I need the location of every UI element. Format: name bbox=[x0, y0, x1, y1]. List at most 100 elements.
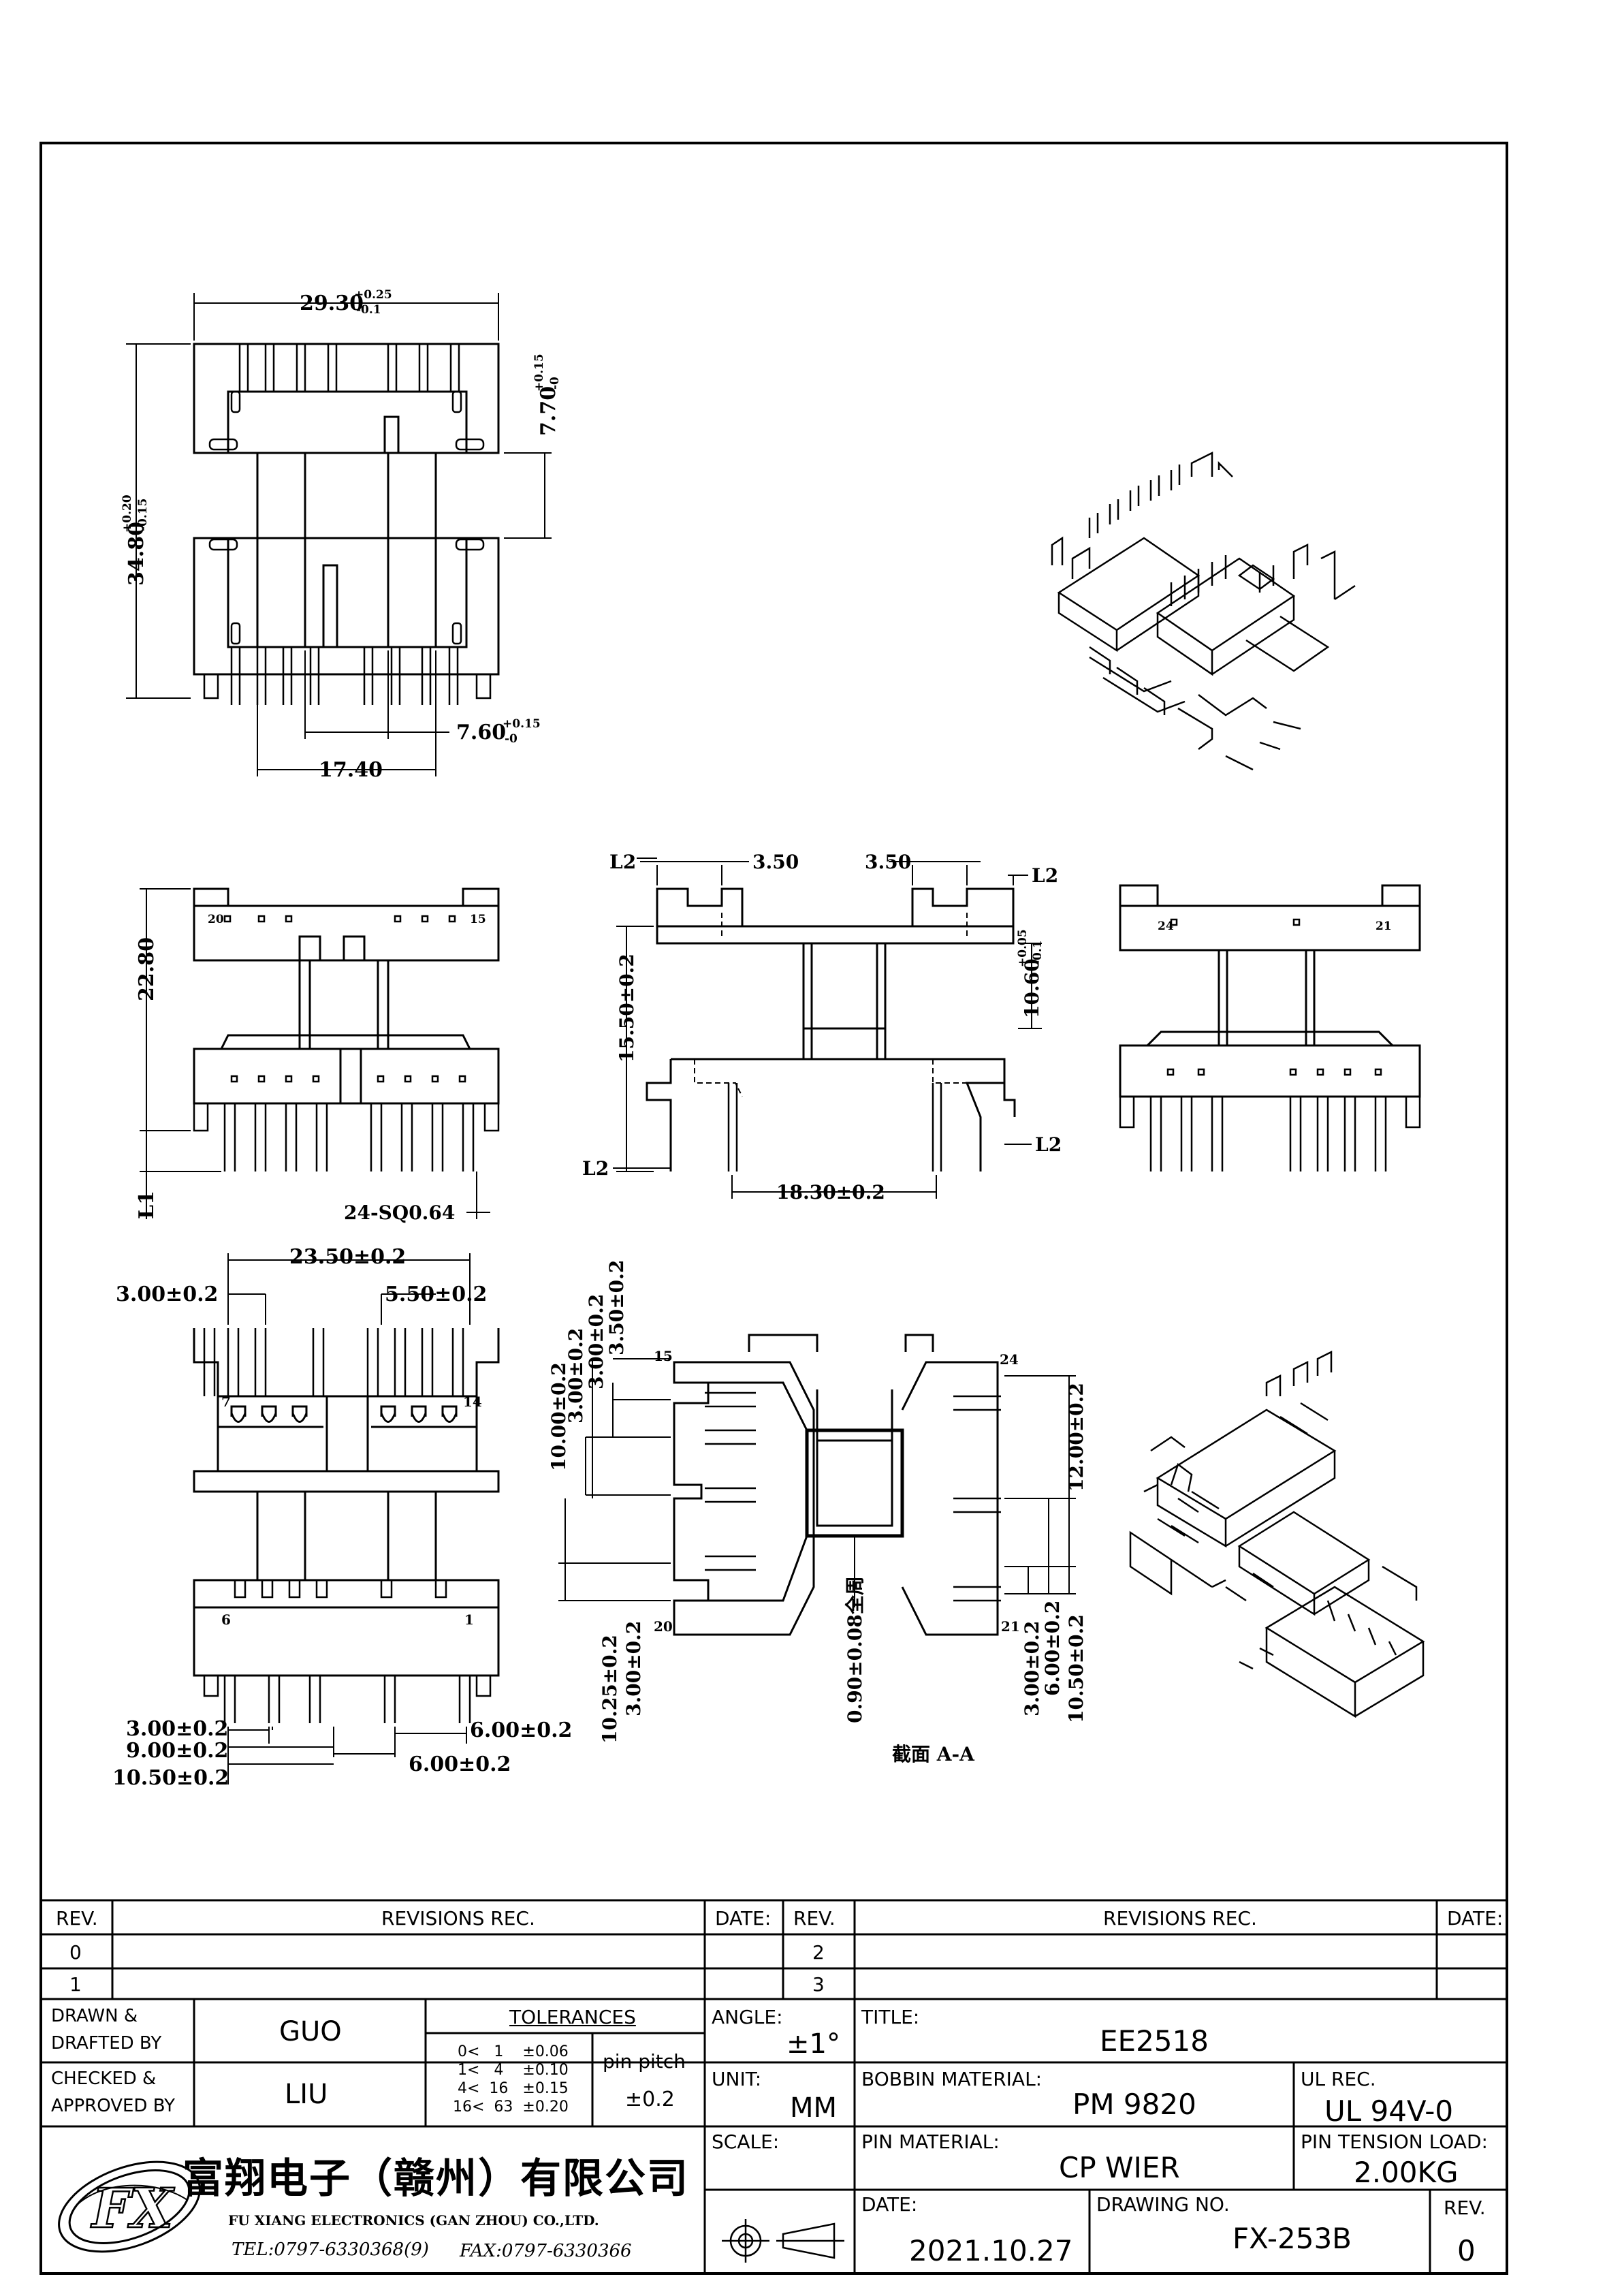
tb-drawn-value: GUO bbox=[279, 2016, 342, 2047]
tb-angle-value: ±1° bbox=[786, 2028, 840, 2060]
svg-text:7: 7 bbox=[221, 1394, 231, 1410]
front-l1-dim: L1 bbox=[135, 1191, 159, 1219]
bottom-span-dim: 23.50±0.2 bbox=[289, 1245, 406, 1269]
tb-checked-label: CHECKED & APPROVED BY bbox=[51, 2069, 176, 2116]
svg-text:24: 24 bbox=[1000, 1351, 1019, 1368]
tb-drawing-no-label: DRAWING NO. bbox=[1096, 2193, 1230, 2216]
svg-text:15: 15 bbox=[470, 913, 486, 926]
top-pin-gap-dim: 7.60 bbox=[456, 721, 506, 744]
tb-tolerance-row-4: 16< 63 ±0.20 bbox=[453, 2098, 569, 2116]
front-view bbox=[140, 887, 500, 1219]
svg-text:+0.05: +0.05 bbox=[1016, 929, 1030, 967]
tb-title-label: TITLE: bbox=[861, 2006, 920, 2028]
tb-scale-label: SCALE: bbox=[712, 2130, 780, 2153]
svg-text:+0.15: +0.15 bbox=[503, 717, 541, 731]
tb-rev-1: 1 bbox=[69, 1973, 82, 1996]
bottom-left-dim: 3.00±0.2 bbox=[116, 1283, 218, 1306]
svg-text:+0.15: +0.15 bbox=[532, 353, 546, 392]
svg-text:L2: L2 bbox=[1035, 1133, 1062, 1156]
top-view bbox=[126, 293, 552, 776]
tb-tension-label: PIN TENSION LOAD: bbox=[1301, 2130, 1488, 2153]
svg-text:L2: L2 bbox=[609, 851, 636, 873]
tb-company-name-cn: 富翔电子（赣州）有限公司 bbox=[182, 2155, 689, 2203]
section-view bbox=[613, 858, 1042, 1199]
aa-v2: 3.00±0.2 bbox=[564, 1328, 587, 1424]
tb-tension-value: 2.00KG bbox=[1354, 2156, 1459, 2189]
svg-text:-0.1: -0.1 bbox=[1031, 940, 1045, 965]
tb-rev-3: 3 bbox=[812, 1973, 825, 1996]
tb-fax: FAX:0797-6330366 bbox=[460, 2241, 632, 2261]
svg-text:6: 6 bbox=[221, 1611, 231, 1628]
section-inner-dim: 10.60 bbox=[1021, 958, 1043, 1018]
tb-ul-label: UL REC. bbox=[1301, 2068, 1376, 2090]
tb-title-value: EE2518 bbox=[1100, 2024, 1209, 2058]
svg-text:-0: -0 bbox=[548, 377, 562, 390]
svg-text:L2: L2 bbox=[1032, 864, 1058, 887]
tb-unit-label: UNIT: bbox=[712, 2068, 762, 2090]
sheet-frame bbox=[39, 142, 1508, 2275]
tb-angle-label: ANGLE: bbox=[712, 2006, 783, 2028]
tb-unit-value: MM bbox=[790, 2092, 838, 2124]
tb-revisions-header-right: REVISIONS REC. bbox=[1103, 1907, 1257, 1930]
bottom-dim-b: 9.00±0.2 bbox=[126, 1739, 228, 1763]
aa-v5: 10.25±0.2 bbox=[599, 1635, 621, 1744]
svg-text:-0: -0 bbox=[505, 732, 518, 746]
top-window-dim: 7.70 bbox=[537, 386, 560, 436]
svg-text:1: 1 bbox=[464, 1611, 474, 1628]
tb-date-value: 2021.10.27 bbox=[909, 2234, 1073, 2267]
aa-r2: 3.00±0.2 bbox=[1021, 1621, 1043, 1716]
front-height-dim: 22.80 bbox=[135, 937, 159, 1001]
svg-text:20: 20 bbox=[654, 1618, 673, 1635]
tb-rev-2: 2 bbox=[812, 1941, 825, 1964]
tb-ul-value: UL 94V-0 bbox=[1324, 2094, 1454, 2128]
svg-text:24: 24 bbox=[1158, 919, 1174, 933]
tb-rev-label: REV. bbox=[1444, 2197, 1486, 2219]
tb-pin-material-value: CP WIER bbox=[1059, 2151, 1180, 2184]
tb-bobbin-label: BOBBIN MATERIAL: bbox=[861, 2068, 1043, 2090]
tb-rev-header-right: REV. bbox=[793, 1907, 836, 1930]
bottom-right-dim: 5.50±0.2 bbox=[385, 1283, 487, 1306]
tb-checked-value: LIU bbox=[285, 2079, 328, 2110]
aa-v1: 10.00±0.2 bbox=[547, 1362, 570, 1471]
front-pin-size-dim: 24-SQ0.64 bbox=[344, 1201, 455, 1224]
tb-drawn-label: DRAWN & DRAFTED BY bbox=[51, 2006, 162, 2054]
tb-pin-pitch-label: pin pitch bbox=[603, 2050, 686, 2073]
svg-text:-0.15: -0.15 bbox=[136, 499, 150, 531]
bottom-dim-a: 3.00±0.2 bbox=[126, 1717, 228, 1741]
tb-drawing-no-value: FX-253B bbox=[1233, 2222, 1352, 2255]
svg-text:+0.20: +0.20 bbox=[121, 494, 134, 533]
tb-pin-pitch-value: ±0.2 bbox=[625, 2088, 675, 2111]
isometric-view-bottom bbox=[1129, 1350, 1425, 1718]
tb-bobbin-value: PM 9820 bbox=[1072, 2088, 1196, 2121]
tb-tolerance-row-2: 1< 4 ±0.10 bbox=[458, 2062, 569, 2079]
bottom-view bbox=[193, 1253, 500, 1784]
aa-v4: 3.50±0.2 bbox=[605, 1260, 628, 1355]
section-height-dim: 15.50±0.2 bbox=[616, 954, 638, 1063]
bottom-dim-d: 6.00±0.2 bbox=[470, 1718, 572, 1742]
tb-pin-material-label: PIN MATERIAL: bbox=[861, 2130, 1000, 2153]
tb-revisions-header-left: REVISIONS REC. bbox=[381, 1907, 535, 1930]
title-block-grid bbox=[41, 1899, 1507, 2274]
tb-rev-header-left: REV. bbox=[56, 1907, 98, 1930]
svg-text:L2: L2 bbox=[582, 1157, 609, 1180]
bottom-dim-c: 10.50±0.2 bbox=[112, 1766, 229, 1790]
section-left-flange-dim: 3.50 bbox=[752, 851, 799, 873]
tb-rev-0: 0 bbox=[69, 1941, 82, 1964]
tb-rev-value: 0 bbox=[1457, 2234, 1476, 2267]
projection-symbol-icon bbox=[722, 2219, 844, 2263]
svg-text:-0.1: -0.1 bbox=[356, 303, 381, 317]
tb-tolerance-row-1: 0< 1 ±0.06 bbox=[458, 2043, 569, 2060]
svg-text:21: 21 bbox=[1001, 1618, 1020, 1635]
aa-caption: 截面 A-A bbox=[892, 1743, 975, 1765]
section-base-dim: 18.30±0.2 bbox=[776, 1181, 885, 1204]
svg-text:15: 15 bbox=[654, 1348, 673, 1364]
tb-date-header-right: DATE: bbox=[1447, 1907, 1504, 1930]
tb-tolerance-row-3: 4< 16 ±0.15 bbox=[458, 2080, 569, 2097]
tb-date-label: DATE: bbox=[861, 2193, 918, 2216]
svg-text:20: 20 bbox=[208, 913, 224, 926]
bottom-dim-e: 6.00±0.2 bbox=[409, 1752, 511, 1776]
svg-text:FX: FX bbox=[91, 2176, 175, 2240]
tb-date-header-left: DATE: bbox=[715, 1907, 772, 1930]
top-span-dim: 17.40 bbox=[319, 758, 383, 782]
